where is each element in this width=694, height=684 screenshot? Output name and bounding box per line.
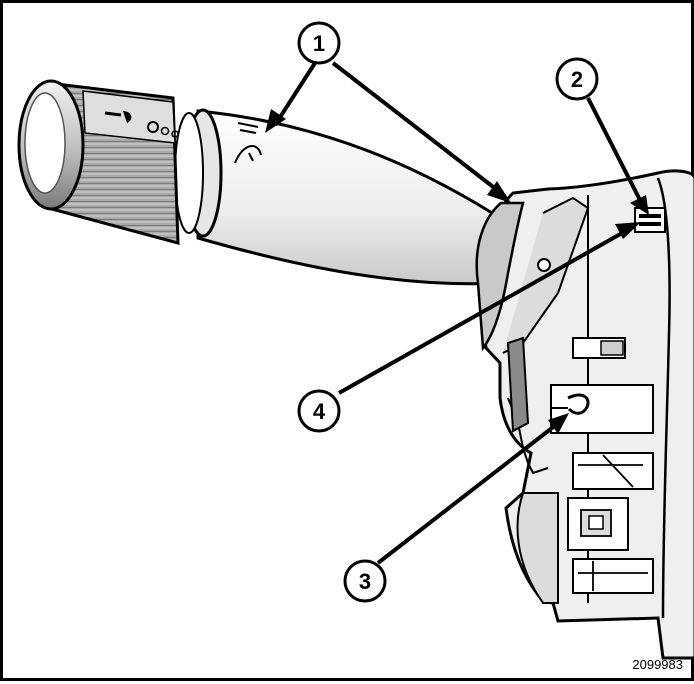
arrowhead-1b [487, 181, 511, 203]
callout-2-label: 2 [571, 67, 583, 92]
connector-slot [634, 207, 666, 233]
multifunction-lever [17, 79, 525, 352]
callout-4: 4 [297, 389, 341, 433]
arrowhead-2 [630, 195, 649, 215]
connector-slot-bar [639, 214, 661, 218]
callout-3-label: 3 [359, 569, 371, 594]
lever-ring-inner [174, 112, 204, 234]
headlamp-icon [104, 111, 132, 123]
screw-hole [537, 258, 551, 272]
arrowhead-3 [548, 413, 569, 434]
callout-1: 1 [297, 21, 341, 65]
terminal-block [567, 497, 629, 551]
arrowhead-4 [615, 222, 641, 239]
connector-slot-bar [639, 222, 661, 226]
terminal-block [572, 558, 654, 594]
leader-line-1b [331, 61, 503, 195]
leader-line-2 [586, 97, 645, 207]
callout-4-label: 4 [313, 399, 326, 424]
housing-foot [516, 492, 559, 604]
lever-stalk [196, 109, 510, 286]
leader-line-3 [376, 419, 563, 565]
lever-pivot [475, 201, 525, 352]
switch-housing [477, 169, 694, 660]
arrowhead-1a [265, 109, 286, 133]
terminal-block [572, 452, 654, 490]
knob-detent-icons [147, 121, 179, 138]
callout-2: 2 [555, 57, 599, 101]
latch-notch [567, 393, 590, 415]
housing-edge [656, 177, 671, 619]
leader-lines [273, 61, 645, 565]
arrowheads [265, 109, 649, 434]
leader-line-1a [273, 61, 317, 127]
callout-1-label: 1 [313, 31, 325, 56]
callout-3: 3 [343, 559, 387, 603]
leader-line-4 [338, 226, 632, 395]
wiper-icon [234, 122, 262, 164]
column-switch-illustration: 1 2 3 4 [17, 21, 694, 660]
tab-insert [600, 340, 624, 356]
figure-id: 2099983 [632, 657, 683, 672]
housing-slot [506, 336, 530, 433]
